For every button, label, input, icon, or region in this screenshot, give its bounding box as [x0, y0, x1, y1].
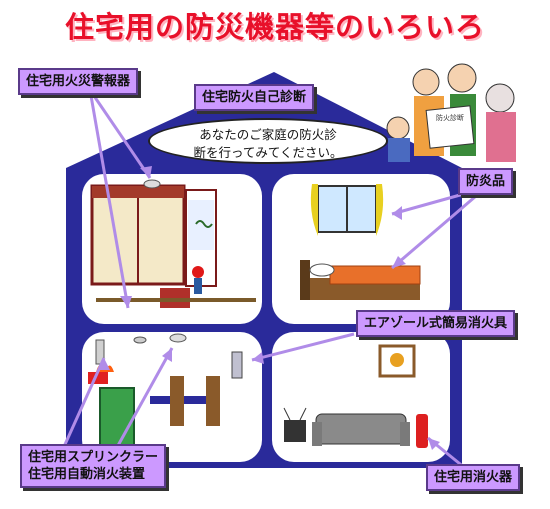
bed [300, 260, 421, 300]
speech-bubble: あなたのご家庭の防火診 断を行ってみてください。 [148, 118, 388, 164]
label-self-diagnosis: 住宅防火自己診断 [194, 84, 315, 111]
family-illustration: 防火診断 [386, 63, 516, 162]
bedroom-window [310, 184, 384, 236]
bubble-line2: 断を行ってみてください。 [193, 145, 343, 160]
label-sprinkler-line2: 住宅用自動消火装置 [28, 467, 146, 482]
arrow-heads [98, 166, 440, 450]
arrows [56, 89, 479, 474]
label-aerosol-extinguisher: エアゾール式簡易消火具 [356, 310, 516, 337]
bubble-line1: あなたのご家庭の防火診 [199, 127, 337, 142]
ceiling-smoke-alarm [143, 179, 161, 189]
japanese-room-closet [90, 184, 256, 308]
newspaper-text: 防火診断 [436, 113, 464, 122]
page-title: 住宅用の防災機器等のいろいろ [64, 10, 485, 44]
label-fireproof-goods: 防炎品 [458, 168, 514, 195]
label-sprinkler: 住宅用スプリンクラー 住宅用自動消火装置 [20, 444, 167, 488]
living-room [283, 344, 428, 448]
label-smoke-alarm: 住宅用火災警報器 [18, 68, 139, 95]
label-extinguisher: 住宅用消火器 [426, 464, 521, 491]
label-sprinkler-line1: 住宅用スプリンクラー [28, 450, 159, 465]
